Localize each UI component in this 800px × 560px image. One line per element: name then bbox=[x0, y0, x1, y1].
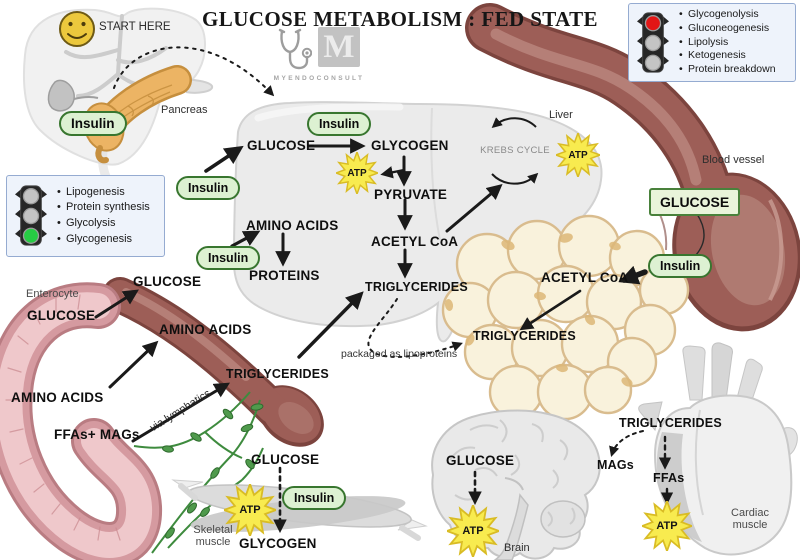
traffic-light-red-icon bbox=[637, 11, 669, 73]
amino-acids-gut-label: AMINO ACIDS bbox=[11, 390, 104, 405]
pancreas-to-liver-dashed-arrow bbox=[113, 46, 275, 97]
brand-logo: M bbox=[276, 27, 360, 73]
insulin-badge-vessel: Insulin bbox=[648, 254, 713, 278]
mags-heart-label: MAGs bbox=[597, 458, 634, 472]
lymphatic-vessels bbox=[133, 391, 264, 554]
brand-name: MYENDOCONSULT bbox=[273, 75, 365, 82]
list-item: Glycolysis bbox=[55, 216, 150, 232]
atp-label: ATP bbox=[568, 149, 588, 161]
acetyl-coa-adipose-label: ACETYL CoA bbox=[541, 270, 629, 285]
list-item: Protein breakdown bbox=[677, 63, 776, 77]
list-item: Glycogenolysis bbox=[677, 8, 776, 22]
liver-label: Liver bbox=[549, 109, 573, 121]
intestine-illustration bbox=[0, 282, 162, 560]
glucose-brain-label: GLUCOSE bbox=[446, 453, 515, 468]
atp-starburst-liver: ATP bbox=[336, 152, 378, 194]
atp-label: ATP bbox=[347, 167, 367, 179]
atp-starburst-krebs: ATP bbox=[556, 133, 600, 177]
traffic-light-green-icon bbox=[15, 185, 47, 246]
list-item: Glycogenesis bbox=[55, 232, 150, 248]
insulin-badge-portal-2: Insulin bbox=[196, 246, 261, 270]
cardiac-muscle-label: Cardiac muscle bbox=[731, 507, 769, 531]
page-title: GLUCOSE METABOLISM : FED STATE bbox=[202, 7, 598, 31]
inhibited-pathways-panel: Glycogenolysis Gluconeogenesis Lipolysis… bbox=[628, 3, 796, 82]
glycogen-liver-label: GLYCOGEN bbox=[371, 138, 449, 153]
smiley-start-icon bbox=[59, 11, 95, 47]
glucose-vessel-box: GLUCOSE bbox=[649, 188, 741, 216]
skeletal-muscle-label: Skeletal muscle bbox=[193, 524, 233, 548]
atp-starburst-muscle: ATP bbox=[224, 484, 276, 536]
heart-illustration bbox=[638, 342, 798, 556]
krebs-cycle-icon bbox=[491, 117, 539, 185]
brand-monogram: M bbox=[318, 27, 360, 67]
portal-vessel-illustration bbox=[102, 277, 324, 447]
adipose-tissue-illustration bbox=[441, 214, 690, 421]
enterocyte-label: Enterocyte bbox=[26, 288, 79, 300]
start-here-label: START HERE bbox=[99, 21, 171, 33]
blood-vessel-label: Blood vessel bbox=[702, 154, 765, 166]
stethoscope-icon bbox=[278, 28, 312, 70]
packaged-as-lipoproteins-label: packaged as lipoproteins bbox=[341, 348, 458, 360]
starburst-icon bbox=[336, 152, 378, 194]
activated-pathways-panel: Lipogenesis Protein synthesis Glycolysis… bbox=[6, 175, 165, 257]
triglycerides-lymph-label: TRIGLYCERIDES bbox=[226, 367, 329, 381]
insulin-badge-pancreas: Insulin bbox=[59, 111, 127, 136]
krebs-cycle-label: KREBS CYCLE bbox=[480, 145, 550, 156]
atp-starburst-brain: ATP bbox=[447, 505, 499, 557]
amino-acids-portal-label: AMINO ACIDS bbox=[159, 322, 252, 337]
starburst-icon bbox=[224, 484, 276, 536]
amino-acids-liver-label: AMINO ACIDS bbox=[246, 218, 339, 233]
list-item: Protein synthesis bbox=[55, 200, 150, 216]
activated-pathways-list: Lipogenesis Protein synthesis Glycolysis… bbox=[55, 185, 150, 247]
inhibited-pathways-list: Glycogenolysis Gluconeogenesis Lipolysis… bbox=[677, 8, 776, 78]
starburst-icon bbox=[556, 133, 600, 177]
insulin-badge-liver-top: Insulin bbox=[307, 112, 372, 136]
list-item: Lipolysis bbox=[677, 36, 776, 50]
acetyl-coa-liver-label: ACETYL CoA bbox=[371, 234, 459, 249]
atp-label: ATP bbox=[462, 525, 484, 537]
glycogen-muscle-label: GLYCOGEN bbox=[239, 536, 317, 551]
triglycerides-adipose-label: TRIGLYCERIDES bbox=[473, 329, 576, 343]
ffas-mags-gut-label: FFAs+ MAGs bbox=[54, 427, 140, 442]
liver-illustration bbox=[232, 101, 603, 343]
list-item: Ketogenesis bbox=[677, 49, 776, 63]
pyruvate-label: PYRUVATE bbox=[374, 187, 448, 202]
dashed-arrows bbox=[273, 298, 674, 534]
glucose-liver-label: GLUCOSE bbox=[247, 138, 316, 153]
brain-label: Brain bbox=[504, 542, 530, 554]
triglycerides-liver-label: TRIGLYCERIDES bbox=[365, 280, 468, 294]
list-item: Gluconeogenesis bbox=[677, 22, 776, 36]
pancreas-label: Pancreas bbox=[161, 104, 208, 116]
proteins-label: PROTEINS bbox=[249, 268, 320, 283]
pathway-arrows bbox=[94, 138, 648, 443]
atp-label: ATP bbox=[239, 504, 261, 516]
ffas-heart-label: FFAs bbox=[653, 471, 685, 485]
insulin-badge-muscle: Insulin bbox=[282, 486, 347, 510]
atp-starburst-heart: ATP bbox=[642, 501, 692, 551]
glucose-portal-label: GLUCOSE bbox=[133, 274, 202, 289]
starburst-icon bbox=[447, 505, 499, 557]
glucose-gut-label: GLUCOSE bbox=[27, 308, 96, 323]
list-item: Lipogenesis bbox=[55, 185, 150, 201]
insulin-badge-portal-1: Insulin bbox=[176, 176, 241, 200]
glucose-muscle-label: GLUCOSE bbox=[251, 452, 320, 467]
atp-label: ATP bbox=[656, 520, 678, 532]
starburst-icon bbox=[642, 501, 692, 551]
triglycerides-heart-label: TRIGLYCERIDES bbox=[619, 416, 722, 430]
